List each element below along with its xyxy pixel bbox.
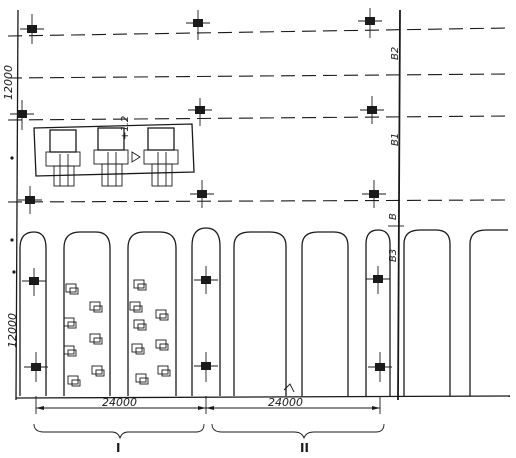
column-marker	[366, 266, 390, 294]
bay-outline	[63, 231, 111, 396]
dimension-left-upper: 12000	[2, 65, 15, 100]
column-marker	[194, 266, 218, 294]
column-marker	[362, 180, 386, 208]
column-marker	[194, 352, 218, 382]
axis-dot	[10, 156, 14, 160]
dimension-bottom-span-2: 24000	[268, 396, 303, 409]
elevation-marker-icon	[131, 151, 141, 163]
row-label-b: B	[388, 213, 399, 220]
bay-outline	[191, 227, 221, 396]
left-axis-line	[15, 9, 19, 401]
grid-line-b	[7, 199, 509, 203]
axis-dot	[10, 238, 14, 242]
machine-unit	[143, 127, 179, 187]
bottom-dimension-lines	[35, 383, 381, 414]
column-marker	[186, 10, 210, 40]
column-marker	[188, 98, 212, 126]
row-label-b2: B2	[390, 47, 401, 60]
column-marker	[20, 14, 44, 44]
column-marker	[22, 268, 46, 296]
bottom-baseline	[15, 395, 511, 399]
section-bracket-first	[33, 423, 205, 440]
parts-group	[63, 279, 171, 387]
column-marker	[358, 8, 382, 38]
row-label-b3: B3	[388, 249, 399, 262]
equipment-platform: +1.2	[33, 116, 195, 187]
column-marker	[18, 186, 42, 214]
dimension-left-lower: 12000	[6, 313, 19, 348]
column-marker	[190, 180, 214, 208]
column-marker	[10, 100, 34, 130]
bay-outline	[403, 229, 451, 396]
bay-outline	[233, 231, 287, 396]
machine-unit	[45, 129, 81, 187]
right-axis-line	[397, 9, 401, 401]
column-marker	[24, 352, 48, 382]
dashed-grid-lines	[7, 27, 509, 203]
bays	[19, 227, 508, 396]
elevation-label: +1.2	[120, 116, 131, 140]
bay-outline	[127, 231, 177, 396]
column-marker	[368, 352, 392, 382]
bay-outline	[469, 229, 508, 396]
bay-outline	[301, 231, 349, 396]
section-label-second: II	[300, 441, 309, 455]
platform-outline	[33, 123, 195, 177]
grid-line-b1	[7, 115, 509, 121]
grid-line-top	[7, 27, 509, 37]
column-marker	[360, 96, 384, 124]
machine-unit	[93, 127, 129, 187]
row-label-b1: B1	[390, 133, 401, 146]
axis-dot	[12, 270, 16, 274]
dimension-bottom-span-1: 24000	[102, 396, 137, 409]
section-label-first: I	[116, 441, 120, 455]
column-markers	[10, 8, 392, 382]
section-bracket-second	[211, 423, 385, 440]
grid-line-b2	[7, 73, 509, 79]
bay-outline	[19, 231, 47, 396]
bay-outline	[365, 229, 391, 396]
